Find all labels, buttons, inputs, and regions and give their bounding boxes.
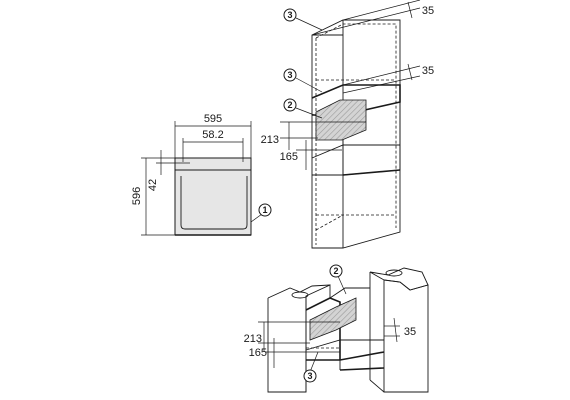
callout-2-tall: 2 <box>287 100 292 110</box>
dim-under-opening-height: 213 <box>244 333 262 345</box>
under-counter-view: 213 165 35 2 3 <box>244 264 429 393</box>
dim-tall-vent-top: 35 <box>422 5 434 17</box>
dim-oven-height: 596 <box>131 187 143 205</box>
under-vent-opening <box>309 297 357 341</box>
callout-3-top: 3 <box>287 10 292 20</box>
dim-oven-width: 595 <box>204 113 222 125</box>
callout-2-under: 2 <box>333 266 338 276</box>
callout-3-mid: 3 <box>287 70 292 80</box>
oven-front-panel <box>174 157 252 236</box>
under-niche-bottom <box>305 339 384 351</box>
dim-tall-shelf-offset: 165 <box>280 151 298 163</box>
dim-under-shelf-offset: 165 <box>249 347 267 359</box>
tall-unit-view: 35 35 213 165 3 3 2 <box>261 0 434 249</box>
dim-under-vent-rear: 35 <box>404 326 416 338</box>
callout-1: 1 <box>262 205 267 215</box>
under-niche-top <box>329 287 370 299</box>
tall-vent-opening <box>315 99 367 141</box>
callout-3-under: 3 <box>307 371 312 381</box>
dim-tall-opening-height: 213 <box>261 134 279 146</box>
dim-tall-vent-mid: 35 <box>422 65 434 77</box>
left-side-panel <box>267 284 331 393</box>
dim-oven-inset: 58.2 <box>202 129 223 141</box>
oven-front-view: 595 58.2 596 42 1 <box>131 113 272 236</box>
dim-oven-top-offset: 42 <box>147 179 159 191</box>
oven-door-outline <box>180 176 248 230</box>
